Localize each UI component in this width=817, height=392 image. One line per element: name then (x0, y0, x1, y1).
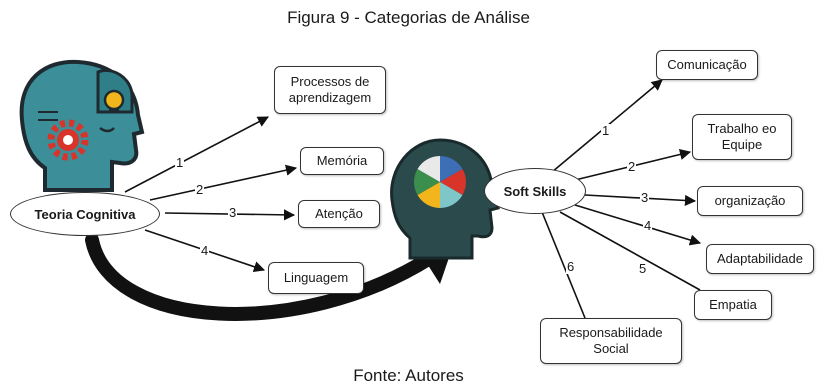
head-pie-chart-icon (390, 138, 500, 260)
gear-icon (47, 119, 89, 161)
curved-flow-arrow (85, 233, 437, 321)
branch-number-right-1: 1 (601, 123, 611, 138)
branch-number-right-2: 2 (627, 159, 637, 174)
branch-number-right-6: 6 (566, 259, 576, 274)
node-label: Trabalho eo Equipe (707, 121, 777, 152)
node-processos-aprendizagem: Processos de aprendizagem (274, 66, 386, 114)
branch-number-right-4: 4 (643, 218, 653, 233)
node-label: Memória (316, 153, 368, 168)
lightbulb-icon (103, 89, 125, 111)
node-organizacao: organização (697, 186, 803, 216)
node-label: Linguagem (283, 270, 349, 285)
branch-number-left-4: 4 (200, 243, 210, 258)
hub-teoria-cognitiva-label: Teoria Cognitiva (34, 206, 136, 222)
node-label: Comunicação (667, 57, 747, 72)
node-label: Adaptabilidade (716, 251, 804, 266)
node-label: Atenção (315, 206, 363, 221)
node-label: Responsabilidade Social (559, 325, 663, 356)
branch-number-right-5: 5 (638, 261, 648, 276)
connector-right-6 (541, 211, 586, 319)
branch-number-left-2: 2 (195, 182, 205, 197)
hub-teoria-cognitiva: Teoria Cognitiva (10, 192, 160, 236)
node-empatia: Empatia (694, 290, 772, 320)
connector-right-5 (559, 211, 701, 291)
branch-number-right-3: 3 (640, 190, 650, 205)
node-responsabilidade-social: Responsabilidade Social (540, 318, 682, 364)
connector-left-1 (124, 116, 269, 193)
node-adaptabilidade: Adaptabilidade (706, 244, 814, 274)
branch-number-left-3: 3 (228, 205, 238, 220)
hub-soft-skills-label: Soft Skills (503, 183, 567, 199)
connector-right-4 (574, 204, 702, 246)
node-linguagem: Linguagem (268, 262, 364, 294)
node-memoria: Memória (300, 147, 384, 175)
figure-caption: Fonte: Autores (353, 366, 464, 385)
figure-title: Figura 9 - Categorias de Análise (287, 8, 530, 27)
node-comunicacao: Comunicação (656, 50, 758, 80)
branch-number-left-1: 1 (175, 155, 185, 170)
connector-left-2 (149, 164, 298, 201)
node-label: organização (714, 193, 786, 208)
hub-soft-skills: Soft Skills (484, 168, 586, 214)
node-label: Empatia (709, 297, 757, 312)
node-label: Processos de aprendizagem (288, 74, 372, 105)
node-atencao: Atenção (298, 200, 380, 228)
node-trabalho-equipe: Trabalho eo Equipe (692, 114, 792, 160)
cognitive-head-icon (19, 59, 145, 192)
